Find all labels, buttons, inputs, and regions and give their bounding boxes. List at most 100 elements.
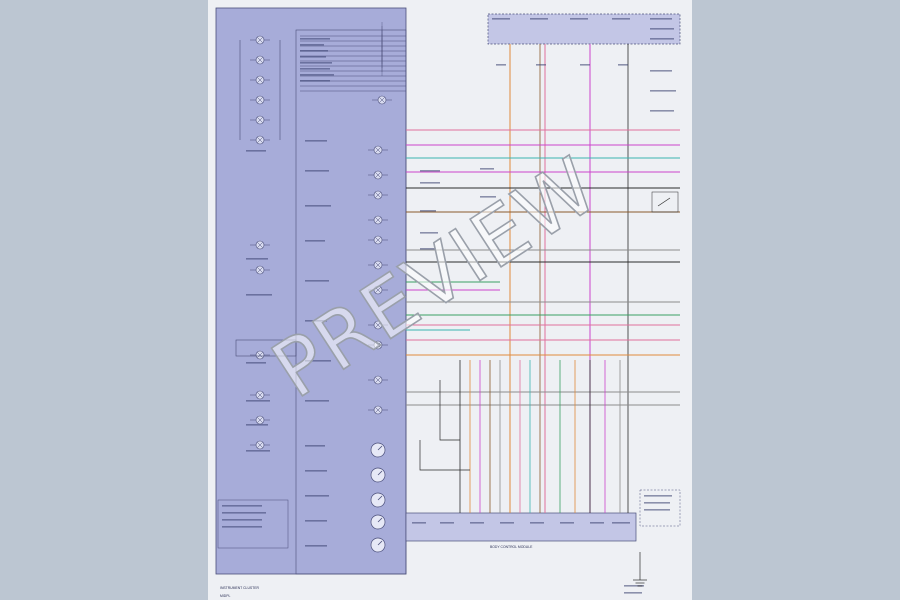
lamp-left-5-cross-b (257, 137, 263, 143)
label-bar-40 (530, 18, 548, 20)
wire-loop1 (439, 380, 460, 441)
label-bar-38 (480, 196, 496, 198)
label-bar-24 (246, 362, 266, 364)
lamp-left-9-cross-b (257, 392, 263, 398)
gauge-2-needle (377, 495, 383, 501)
label-bar-33 (420, 182, 440, 184)
label-bar-15 (305, 400, 329, 402)
label-bar-41 (570, 18, 588, 20)
label-bar-7 (300, 80, 330, 82)
label-bar-2 (300, 50, 328, 52)
label-bar-18 (305, 495, 329, 497)
lamp-left-1-cross-b (257, 57, 263, 63)
lamp-left-10-cross-b (257, 417, 263, 423)
lamp-right-6-cross-b (375, 287, 381, 293)
lamp-left-4-cross-b (257, 117, 263, 123)
label-bar-51 (650, 90, 676, 92)
label-bar-54 (440, 522, 454, 524)
label-bar-58 (560, 522, 574, 524)
label-bar-48 (580, 64, 590, 66)
wire-loop2 (419, 440, 470, 471)
label-bar-12 (305, 280, 329, 282)
label-bar-21 (246, 150, 266, 152)
lamp-left-3-cross-b (257, 97, 263, 103)
label-bar-34 (420, 210, 436, 212)
lamp-left-8-cross-b (257, 352, 263, 358)
lamp-right-top-cross-b (379, 97, 385, 103)
lamp-right-4-cross-b (375, 237, 381, 243)
gauge-1-needle (377, 470, 383, 476)
footer-code: MIDPL (220, 594, 230, 598)
label-bar-56 (500, 522, 514, 524)
label-bar-65 (624, 592, 642, 594)
wire-group (300, 22, 680, 513)
label-bar-57 (530, 522, 544, 524)
label-bar-60 (612, 522, 630, 524)
label-bar-45 (650, 38, 674, 40)
label-bar-30 (222, 519, 262, 521)
label-bar-27 (246, 450, 270, 452)
lamp-frame (235, 339, 297, 357)
label-bar-13 (305, 320, 327, 322)
lamp-right-10-cross-b (375, 407, 381, 413)
label-bar-62 (644, 502, 670, 504)
label-bar-64 (624, 585, 644, 587)
label-bar-20 (305, 545, 327, 547)
label-bar-3 (300, 56, 326, 58)
label-bar-0 (300, 38, 330, 40)
label-bar-47 (536, 64, 546, 66)
label-bar-19 (305, 520, 327, 522)
lamp-left-6-cross-b (257, 242, 263, 248)
label-bar-5 (300, 68, 330, 70)
label-bar-6 (300, 74, 334, 76)
connector-box-right (639, 489, 681, 527)
label-bar-50 (650, 70, 672, 72)
label-bar-22 (246, 258, 268, 260)
lamp-right-5-cross-b (375, 262, 381, 268)
gauge-3-needle (377, 517, 383, 523)
label-bar-59 (590, 522, 604, 524)
label-bar-25 (246, 400, 270, 402)
label-bar-37 (480, 168, 494, 170)
gauge-4-needle (377, 540, 383, 546)
label-bar-16 (305, 445, 325, 447)
label-bar-52 (650, 110, 674, 112)
body-control-module-box (405, 512, 637, 542)
label-bar-44 (650, 28, 674, 30)
cluster-note-box (217, 499, 289, 549)
label-bar-61 (644, 495, 672, 497)
label-bar-17 (305, 470, 327, 472)
indicator-lamps-right (368, 95, 392, 553)
wire-labels (222, 18, 676, 594)
label-bar-8 (305, 140, 327, 142)
label-bar-23 (246, 294, 272, 296)
label-bar-4 (300, 62, 332, 64)
label-bar-32 (420, 170, 440, 172)
lamp-left-2-cross-b (257, 77, 263, 83)
label-bar-43 (650, 18, 672, 20)
label-bar-9 (305, 170, 329, 172)
label-bar-42 (612, 18, 630, 20)
gauge-0-needle (377, 445, 383, 451)
lamp-right-3-cross-b (375, 217, 381, 223)
label-bar-29 (222, 512, 266, 514)
label-bar-39 (492, 18, 510, 20)
label-bar-26 (246, 424, 268, 426)
label-bar-35 (420, 232, 438, 234)
lamp-right-0-cross-b (375, 147, 381, 153)
module-caption: BODY CONTROL MODULE (490, 545, 533, 549)
label-bar-46 (496, 64, 506, 66)
indicator-lamps-left (235, 35, 297, 450)
label-bar-31 (222, 526, 262, 528)
label-bar-1 (300, 44, 324, 46)
label-bar-28 (222, 505, 262, 507)
lamp-left-7-cross-b (257, 267, 263, 273)
label-bar-36 (420, 248, 436, 250)
lamp-right-8-cross-b (375, 342, 381, 348)
lamp-left-11-cross-b (257, 442, 263, 448)
lamp-right-9-cross-b (375, 377, 381, 383)
label-bar-10 (305, 205, 331, 207)
label-bar-49 (618, 64, 628, 66)
label-bar-55 (470, 522, 484, 524)
